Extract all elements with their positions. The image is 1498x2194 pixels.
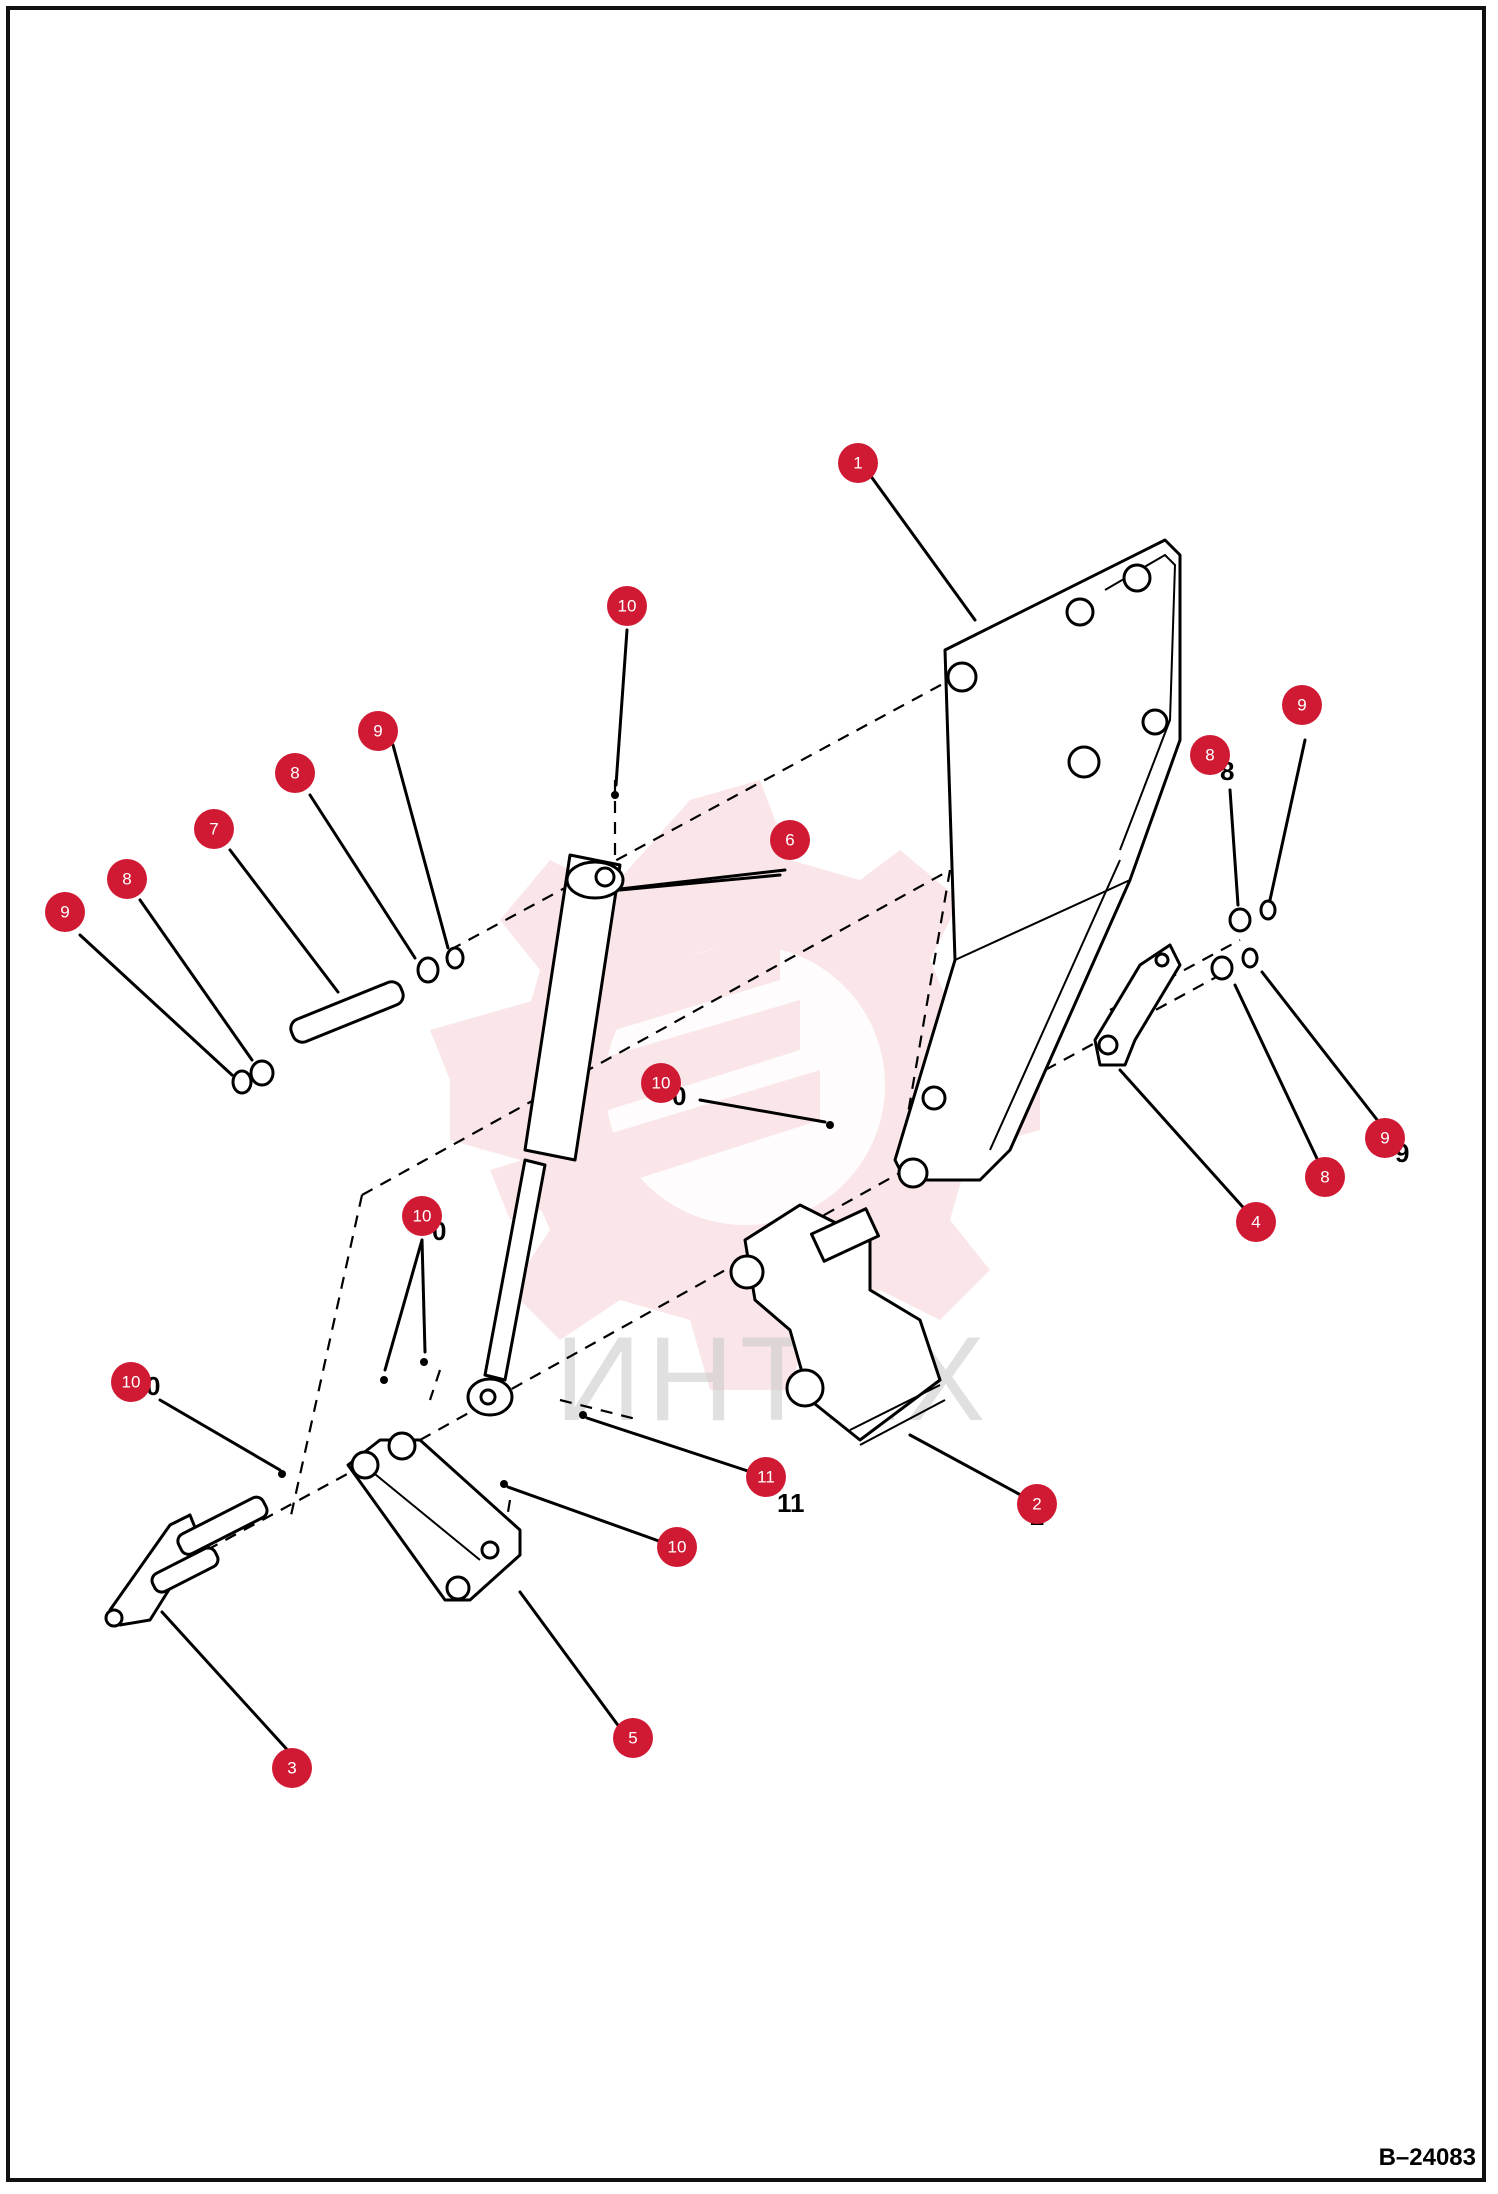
callout-label: 9 [60,903,69,922]
callout-label: 10 [122,1373,141,1392]
callout-3: 3 [272,1748,312,1788]
callout-8c: 8 [1190,735,1230,775]
svg-text:11: 11 [777,1488,805,1518]
callout-9c: 9 [1282,685,1322,725]
callout-label: 4 [1251,1213,1260,1232]
callout-label: 9 [1380,1129,1389,1148]
drawing-border [6,6,1486,2182]
callout-9b: 9 [358,711,398,751]
callout-6: 6 [770,820,810,860]
part-hydraulic-cylinder [466,853,625,1417]
callout-11: 11 [746,1457,786,1497]
leader-lines [78,473,1387,1757]
part-6-rod-and-fittings [278,791,834,1488]
part-4-bracket [1093,943,1182,1067]
callout-7: 7 [194,809,234,849]
callout-10e: 10 [657,1527,697,1567]
callout-label: 8 [1320,1168,1329,1187]
callout-4: 4 [1236,1202,1276,1242]
callout-label: 10 [413,1207,432,1226]
callout-label: 9 [1297,696,1306,715]
callout-5: 5 [613,1718,653,1758]
callout-9d: 9 [1365,1118,1405,1158]
callout-label: 8 [1205,746,1214,765]
part-3-pin-link [104,1495,269,1628]
drawing-number: B–24083 [1378,2144,1476,2171]
part-1-boom [893,538,1182,1189]
callout-label: 6 [785,831,794,850]
callout-2: 2 [1017,1484,1057,1524]
callout-8d: 8 [1305,1157,1345,1197]
callout-label: 8 [122,870,131,889]
callout-8b: 8 [275,753,315,793]
callout-label: 9 [373,722,382,741]
callout-label: 7 [209,820,218,839]
callout-label: 10 [668,1538,687,1557]
callout-label: 8 [290,764,299,783]
callout-1: 1 [838,443,878,483]
callout-10a: 10 [607,586,647,626]
callout-9a: 9 [45,892,85,932]
callout-label: 10 [652,1074,671,1093]
callout-label: 5 [628,1729,637,1748]
callout-label: 2 [1032,1495,1041,1514]
part-2-bracket [729,1203,946,1446]
callout-10c: 10 [402,1196,442,1236]
callout-label: 1 [853,454,862,473]
callout-label: 3 [287,1759,296,1778]
part-5-link [346,1431,522,1602]
callout-8a: 8 [107,859,147,899]
callout-label: 11 [757,1468,775,1487]
callout-10b: 10 [641,1063,681,1103]
callout-10d: 10 [111,1362,151,1402]
callout-label: 10 [618,597,637,616]
part-7-pin-and-washers-left [231,899,1277,1095]
